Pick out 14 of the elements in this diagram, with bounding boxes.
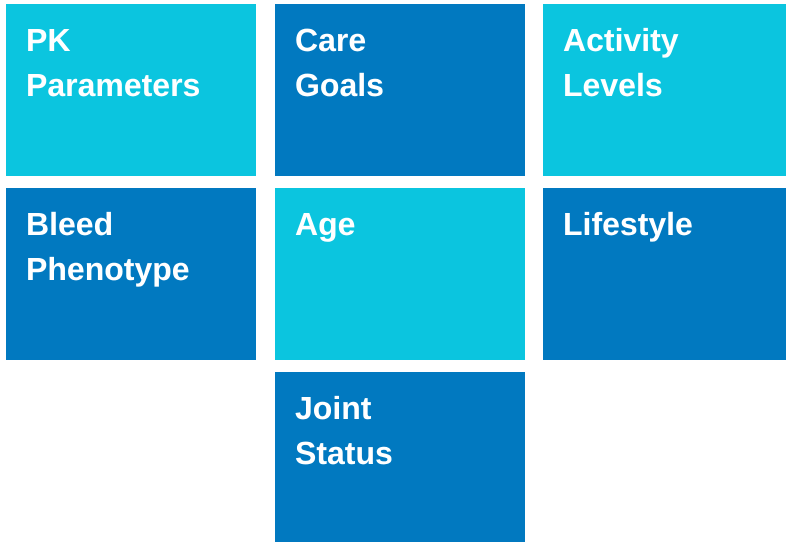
category-tile bbox=[6, 188, 256, 360]
tile-label: Age bbox=[295, 205, 356, 244]
category-tile bbox=[275, 4, 525, 176]
category-tile bbox=[543, 4, 786, 176]
category-tile bbox=[275, 372, 525, 542]
tile-label: Bleed Phenotype bbox=[26, 205, 190, 289]
tile-label: Lifestyle bbox=[563, 205, 693, 244]
tile-label: Joint Status bbox=[295, 389, 393, 473]
tile-label: Activity Levels bbox=[563, 21, 679, 105]
category-tile bbox=[543, 188, 786, 360]
tile-label: Care Goals bbox=[295, 21, 384, 105]
tile-label: PK Parameters bbox=[26, 21, 200, 105]
category-tile bbox=[275, 188, 525, 360]
category-tile bbox=[6, 4, 256, 176]
